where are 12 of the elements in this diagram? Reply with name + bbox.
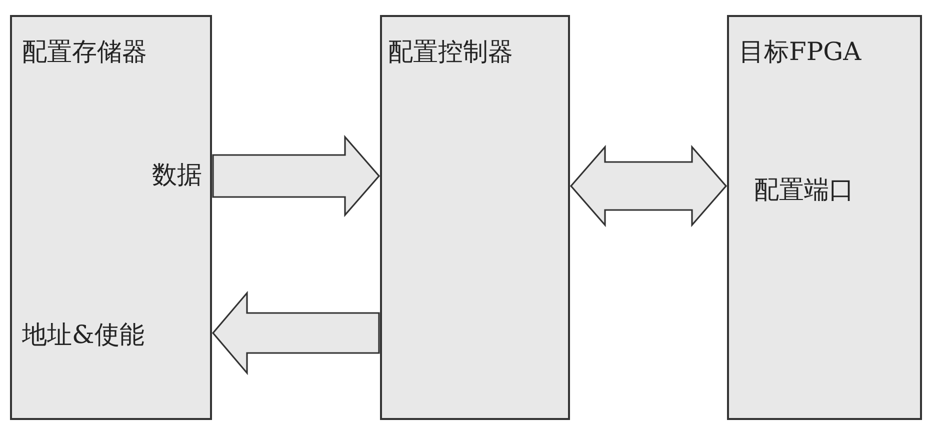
block-label: 数据 (152, 160, 202, 190)
block-label: 配置端口 (754, 175, 854, 205)
block-arrow (570, 144, 728, 228)
block-label: 目标FPGA (739, 37, 862, 67)
block-box (727, 15, 922, 420)
block-label: 配置控制器 (388, 37, 513, 67)
block-box (10, 15, 212, 420)
block-label: 地址&使能 (22, 320, 144, 350)
block-label: 配置存储器 (22, 37, 147, 67)
block-arrow (212, 134, 380, 218)
block-box (380, 15, 570, 420)
block-arrow (212, 290, 380, 376)
